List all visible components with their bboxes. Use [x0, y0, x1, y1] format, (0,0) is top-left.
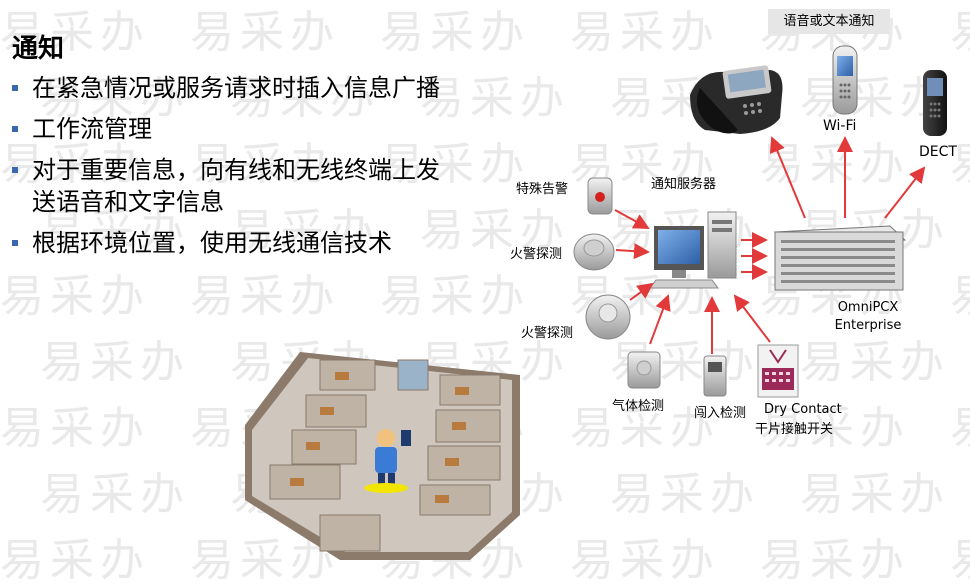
fire-detector-icon	[573, 233, 615, 271]
voice-text-notification-label: 语音或文本通知	[768, 9, 890, 34]
page-title: 通知	[12, 34, 65, 64]
notification-server-label: 通知服务器	[651, 177, 717, 192]
dect-label: DECT	[919, 144, 957, 160]
intrusion-detector-icon	[703, 355, 727, 397]
wifi-label: Wi-Fi	[823, 118, 857, 134]
special-alarm-label: 特殊告警	[516, 182, 569, 197]
fire-detector-icon	[585, 294, 631, 340]
dect-phone-icon	[923, 70, 947, 136]
desk-phone-icon	[690, 65, 783, 134]
dry-contact-cn-label: 干片接触开关	[755, 422, 834, 437]
wifi-phone-icon	[832, 45, 858, 115]
connection-arrows	[614, 136, 926, 354]
dry-contact-icon	[757, 344, 799, 398]
intrusion-detection-label: 闯入检测	[694, 406, 747, 421]
bullet-item: 根据环境位置，使用无线通信技术	[10, 227, 460, 259]
bullet-text: 工作流管理	[32, 115, 152, 143]
bullet-text: 对于重要信息，向有线和无线终端上发送语音和文字信息	[32, 156, 440, 216]
omnipcx-label: OmniPCX	[837, 300, 899, 315]
bullet-marker	[12, 167, 18, 173]
gas-detector-icon	[627, 351, 661, 389]
bullet-list: 在紧急情况或服务请求时插入信息广播 工作流管理 对于重要信息，向有线和无线终端上…	[10, 72, 460, 268]
omnipcx-enterprise-label: Enterprise	[834, 318, 902, 333]
bullet-marker	[12, 85, 18, 91]
bullet-marker	[12, 240, 18, 246]
bullet-text: 在紧急情况或服务请求时插入信息广播	[32, 74, 440, 102]
bullet-item: 对于重要信息，向有线和无线终端上发送语音和文字信息	[10, 154, 460, 218]
bullet-item: 工作流管理	[10, 113, 460, 145]
gas-detection-label: 气体检测	[612, 399, 665, 414]
bullet-marker	[12, 126, 18, 132]
fire-detection-label: 火警探测	[521, 326, 574, 341]
dry-contact-label: Dry Contact	[764, 402, 842, 417]
bullet-text: 根据环境位置，使用无线通信技术	[32, 229, 392, 257]
special-alarm-icon	[587, 177, 613, 215]
bullet-item: 在紧急情况或服务请求时插入信息广播	[10, 72, 460, 104]
omnipcx-server-icon	[773, 225, 907, 291]
notification-server-icon	[649, 211, 737, 289]
building-floorplan-image	[245, 352, 520, 560]
fire-detection-label: 火警探测	[510, 247, 563, 262]
